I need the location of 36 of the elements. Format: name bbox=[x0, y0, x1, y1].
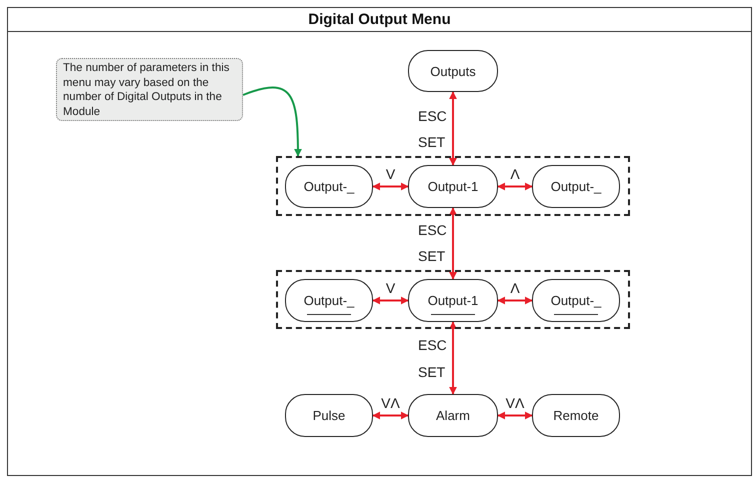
edge-label: V bbox=[384, 280, 396, 296]
menu-node: Output-_ bbox=[532, 165, 620, 208]
key-label: ESC bbox=[418, 108, 447, 124]
arrow bbox=[372, 182, 409, 190]
dashed-group-box bbox=[276, 156, 630, 216]
key-label: SET bbox=[418, 248, 446, 264]
edge-label: VΛ bbox=[504, 396, 526, 410]
menu-node: Output-_ bbox=[285, 279, 373, 322]
title: Digital Output Menu bbox=[308, 11, 451, 28]
arrow bbox=[449, 91, 457, 166]
key-label: ESC bbox=[418, 222, 447, 238]
arrow bbox=[497, 296, 533, 304]
edge-label: V bbox=[384, 166, 396, 182]
dashed-group-box bbox=[276, 270, 630, 329]
menu-node: Output-_ bbox=[285, 165, 373, 208]
note-box: The number of parameters in this menu may vary based on the number of Digital Outputs in the Module bbox=[56, 58, 243, 121]
menu-node: Pulse bbox=[285, 394, 373, 437]
menu-node: Outputs bbox=[408, 50, 498, 92]
arrow bbox=[449, 207, 457, 280]
key-label: SET bbox=[418, 134, 446, 150]
leader-line bbox=[242, 86, 302, 157]
menu-node: Remote bbox=[532, 394, 620, 437]
key-label: SET bbox=[418, 364, 446, 380]
key-label: ESC bbox=[418, 337, 447, 353]
menu-node: Output-_ bbox=[532, 279, 620, 322]
arrow bbox=[497, 182, 533, 190]
edge-label: Λ bbox=[509, 280, 521, 296]
arrow bbox=[449, 321, 457, 395]
edge-label: Λ bbox=[509, 166, 521, 182]
arrow bbox=[497, 412, 533, 420]
menu-node: Output-1 bbox=[408, 165, 498, 208]
menu-node: Alarm bbox=[408, 394, 498, 437]
arrow bbox=[372, 412, 409, 420]
arrow bbox=[372, 296, 409, 304]
menu-node: Output-1 bbox=[408, 279, 498, 322]
edge-label: VΛ bbox=[380, 396, 401, 410]
